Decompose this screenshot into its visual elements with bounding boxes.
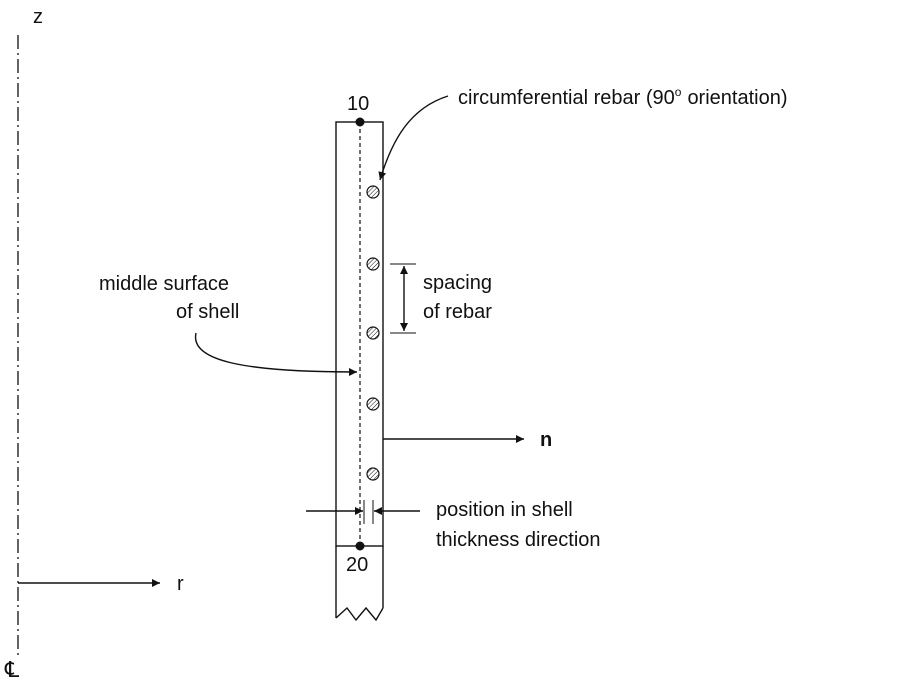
position-label-line1: position in shell (436, 499, 573, 521)
rebar-circle (366, 467, 380, 481)
centerline-symbol: ℄ (4, 657, 20, 682)
node-bottom (355, 541, 365, 551)
rebar-leader-arrow (378, 95, 449, 181)
node-top-label: 10 (347, 93, 369, 115)
node-bottom-label: 20 (346, 554, 368, 576)
middle-surface-label-line2: of shell (176, 301, 239, 323)
break-line (335, 606, 384, 622)
rebar-circle (366, 257, 380, 271)
rebar-circle (366, 397, 380, 411)
middle-surface-label-line1: middle surface (99, 273, 229, 295)
z-axis-label: z (33, 6, 43, 28)
spacing-label-line2: of rebar (423, 301, 492, 323)
r-axis-label: r (177, 573, 184, 595)
position-label-line2: thickness direction (436, 529, 601, 551)
middle-surface-leader-arrow (194, 332, 358, 376)
rebar-circle (366, 326, 380, 340)
rebar-circle (366, 185, 380, 199)
spacing-label-line1: spacing (423, 272, 492, 294)
node-top (355, 117, 365, 127)
normal-vector-label: n (540, 429, 552, 451)
